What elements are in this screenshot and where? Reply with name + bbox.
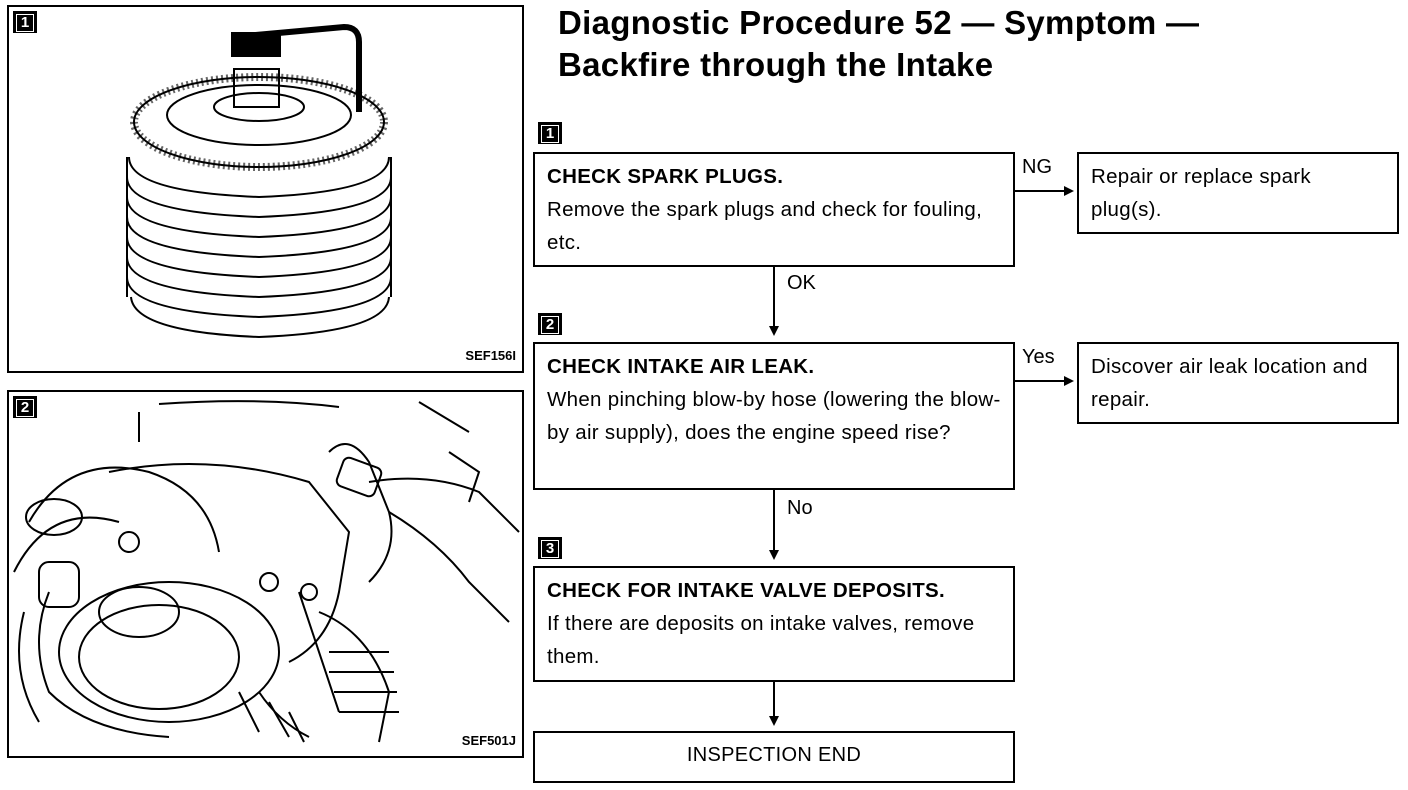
flow-arrows: [0, 0, 1408, 790]
